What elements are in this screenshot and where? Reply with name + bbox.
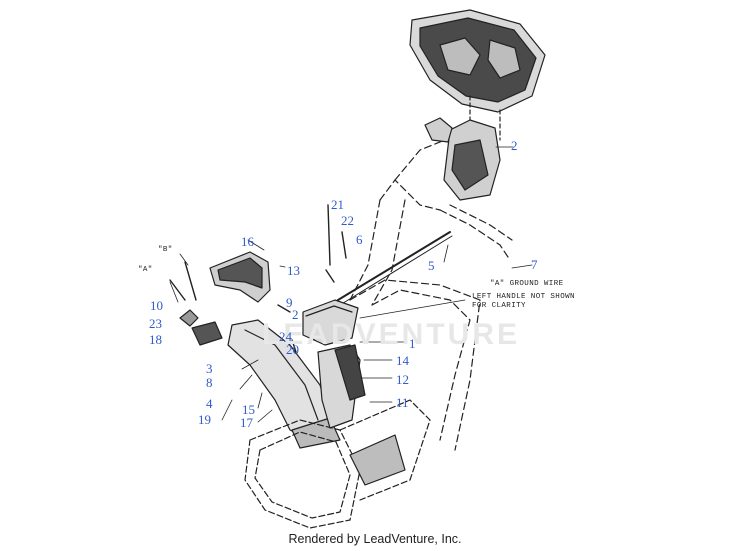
marker-a-left: "A" [138,266,153,274]
footer-credit: Rendered by LeadVenture, Inc. [288,532,462,546]
callout-10[interactable]: 10 [150,298,163,313]
dash-panel-part [409,9,546,141]
callout-24[interactable]: 24 [279,329,292,344]
callout-14[interactable]: 14 [396,353,409,368]
callout-4[interactable]: 4 [206,396,213,411]
callout-6[interactable]: 6 [356,232,363,247]
discharge-chute-part [227,319,341,449]
leader-lines [169,146,533,423]
callout-8[interactable]: 8 [206,375,213,390]
callout-13[interactable]: 13 [287,263,300,278]
tilt-motor-part [179,309,223,346]
control-box-part [424,117,501,201]
callout-22[interactable]: 22 [341,213,354,228]
callout-23[interactable]: 23 [149,316,162,331]
callout-5[interactable]: 5 [428,258,435,273]
deflector-part [209,251,271,303]
callout-12[interactable]: 12 [396,372,409,387]
watermark-text: LEADVENTURE [262,318,521,351]
control-rod-part [337,231,451,301]
hardware-pins-part [169,204,347,353]
callout-1[interactable]: 1 [409,336,416,351]
callout-2-upper[interactable]: 2 [511,138,518,153]
callout-17[interactable]: 17 [240,415,253,430]
callout-16[interactable]: 16 [241,234,254,249]
callout-3[interactable]: 3 [206,361,213,376]
handle-frame-part [349,139,513,451]
left-handle-note-line2: FOR CLARITY [472,302,526,310]
callout-21[interactable]: 21 [331,197,344,212]
crank-housing-part [302,299,359,346]
callout-18[interactable]: 18 [149,332,162,347]
callout-20[interactable]: 20 [286,342,299,357]
callout-19[interactable]: 19 [198,412,211,427]
callout-7[interactable]: 7 [531,257,538,272]
callout-9[interactable]: 9 [286,295,293,310]
callout-11[interactable]: 11 [396,395,409,410]
ground-wire-note: "A" GROUND WIRE [490,280,564,288]
left-handle-note-line1: LEFT HANDLE NOT SHOWN [472,293,575,301]
callout-15[interactable]: 15 [242,402,255,417]
callout-2-lower[interactable]: 2 [292,307,299,322]
marker-b: "B" [158,246,173,254]
support-column-part [317,344,366,429]
auger-housing-part [244,399,431,529]
